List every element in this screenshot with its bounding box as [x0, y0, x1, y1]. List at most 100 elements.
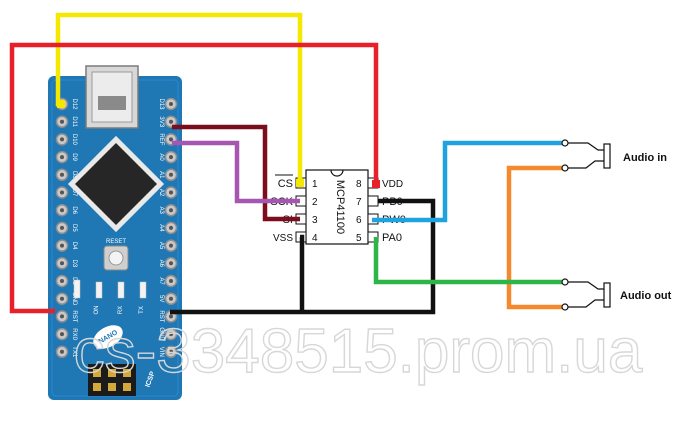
- left-header-pin-hole: [60, 208, 64, 213]
- right-header-pin-hole: [169, 225, 173, 230]
- pin-number-1: 1: [312, 179, 318, 190]
- right-header-pin-hole: [169, 119, 173, 124]
- left-pin-label: D3: [71, 259, 77, 267]
- right-header-pin-hole: [169, 102, 173, 106]
- left-header-pin-hole: [60, 261, 64, 266]
- watermark: cs-3348515.prom.ua: [74, 317, 643, 386]
- audio-out-label: Audio out: [620, 290, 672, 302]
- left-header-pin-hole: [60, 296, 64, 301]
- right-pin-label: A4: [158, 224, 164, 232]
- right-header-pin-hole: [169, 332, 173, 337]
- pin-number-7: 7: [356, 197, 362, 208]
- wire-end-dots: [57, 100, 380, 188]
- wire-purple-sck: [172, 140, 300, 204]
- right-header-pin-hole: [169, 137, 173, 142]
- left-header-pin-hole: [60, 314, 64, 319]
- chip-body: [305, 169, 369, 245]
- atmega-chip: [67, 135, 165, 233]
- wire-orange-ground: [506, 165, 562, 310]
- right-pin-label: A1: [158, 171, 164, 179]
- right-header-pin-hole: [169, 349, 173, 354]
- pin-number-6: 6: [356, 215, 362, 226]
- wire-green-pa0: [373, 237, 562, 285]
- chip-part-number: MCP41100: [334, 180, 346, 234]
- right-pin-label: GND: [158, 327, 164, 341]
- status-leds: ON TX RX: [73, 279, 147, 315]
- icsp-header: ICSP: [88, 364, 157, 396]
- audio-in-jack: Audio in: [561, 139, 667, 172]
- pin-number-3: 3: [312, 215, 318, 226]
- left-pin-label: D4: [71, 242, 77, 250]
- left-pin-labels: D12D11D10D9D8D7D6D5D4D3D2GNDRSTRX0TX1: [71, 98, 77, 357]
- right-pin-label: A2: [158, 189, 164, 197]
- left-header-pin-hole: [60, 190, 64, 195]
- right-header-pins: [164, 97, 178, 359]
- left-pin-label: GND: [71, 292, 77, 306]
- left-header-pin-hole: [60, 119, 64, 124]
- left-header-pins: [55, 97, 69, 359]
- pin-number-8: 8: [356, 179, 362, 190]
- right-pin-label: A5: [158, 242, 164, 250]
- left-pin-label: RST: [71, 310, 77, 322]
- right-header-pin-hole: [169, 243, 173, 248]
- audio-in-label: Audio in: [623, 152, 667, 164]
- right-header-pin-hole: [169, 208, 173, 213]
- right-pin-label: A7: [158, 277, 164, 285]
- left-header-pin-hole: [60, 137, 64, 142]
- led-label-on: ON: [94, 306, 100, 315]
- led-label-rx: RX: [118, 306, 124, 314]
- left-pin-label: D8: [71, 171, 77, 179]
- right-pin-label: A6: [158, 260, 164, 268]
- right-header-pin-hole: [169, 172, 173, 177]
- left-pin-label: RX0: [71, 328, 77, 340]
- wire-black-vss: [299, 234, 305, 312]
- left-header-pin-hole: [60, 243, 64, 248]
- right-header-pin-hole: [169, 279, 173, 283]
- pin-number-4: 4: [312, 233, 318, 244]
- nano-logo: NANO: [93, 325, 123, 349]
- reset-label: RESET: [106, 239, 126, 245]
- pin-name-vss: VSS: [273, 233, 293, 244]
- right-pin-label: A0: [158, 153, 164, 161]
- left-pin-label: D5: [71, 224, 77, 232]
- right-pin-label: VIN: [158, 347, 164, 357]
- right-header-pin-hole: [169, 296, 173, 301]
- pin-number-2: 2: [312, 197, 318, 208]
- left-pin-label: D7: [71, 189, 77, 197]
- wire-darkred-si: [172, 124, 300, 222]
- wire-red-vdd: [9, 42, 379, 314]
- right-header-pin-hole: [169, 261, 173, 266]
- left-header-pin-hole: [60, 349, 64, 354]
- right-pin-label: 3V3: [158, 116, 164, 127]
- right-header-pin-hole: [169, 314, 173, 319]
- left-pin-label: D11: [71, 116, 77, 127]
- led-label-tx: TX: [139, 306, 145, 314]
- pin-name-vdd: VDD: [382, 179, 403, 190]
- right-pin-label: D13: [158, 98, 164, 110]
- left-pin-label: D9: [71, 153, 77, 161]
- right-pin-label: A3: [158, 207, 164, 215]
- left-pin-label: D6: [71, 206, 77, 214]
- pin-name-pa0: PA0: [382, 232, 402, 244]
- right-pin-label: RST: [158, 310, 164, 322]
- left-header-pin-hole: [60, 279, 64, 283]
- right-pin-label: REF: [158, 133, 164, 145]
- usb-connector: [85, 65, 139, 129]
- pin-name-cs: CS: [278, 178, 293, 190]
- left-pin-label: D12: [71, 98, 77, 110]
- reset-button: RESET: [103, 239, 129, 271]
- mcp41100-chip: MCP41100 1 2 3 4 8 7 6 5 CS SCK SI VSS V…: [270, 169, 406, 245]
- right-pin-label: 5V: [158, 295, 164, 302]
- wire-blue-pw0: [372, 140, 562, 223]
- arduino-nano-board: D12D11D10D9D8D7D6D5D4D3D2GNDRSTRX0TX1 D1…: [48, 65, 182, 400]
- right-header-pin-hole: [169, 190, 173, 195]
- audio-out-jack: Audio out: [561, 278, 672, 311]
- right-header-pin-hole: [169, 155, 173, 160]
- left-header-pin-hole: [60, 155, 64, 160]
- left-pin-label: D10: [71, 134, 77, 146]
- pin-number-5: 5: [356, 233, 362, 244]
- left-pin-label: TX1: [71, 346, 77, 358]
- left-header-pin-hole: [60, 225, 64, 230]
